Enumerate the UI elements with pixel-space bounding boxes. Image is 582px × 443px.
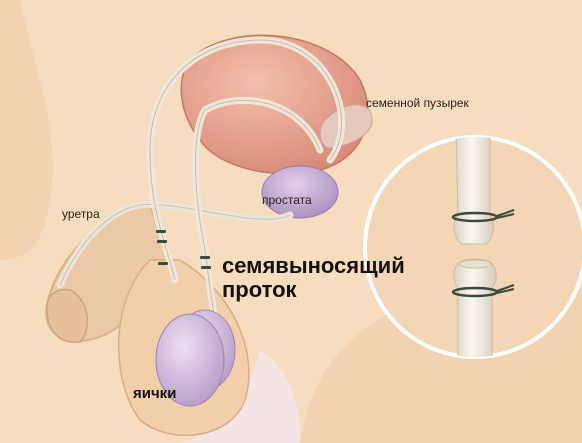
vas-deferens-label-line2: проток [222,278,405,302]
prostate-label: простата [262,193,312,207]
vas-deferens-label-line1: семявыносящий [222,254,405,278]
prostate-gland [262,166,338,218]
cut-duct-lower [454,259,497,370]
testes-label: яички [133,385,176,402]
seminal-vesicle-label: семенной пузырек [366,96,469,110]
urethra-label: уретра [62,207,100,221]
vas-deferens-label: семявыносящий проток [222,254,405,302]
cut-duct-upper [454,130,494,244]
